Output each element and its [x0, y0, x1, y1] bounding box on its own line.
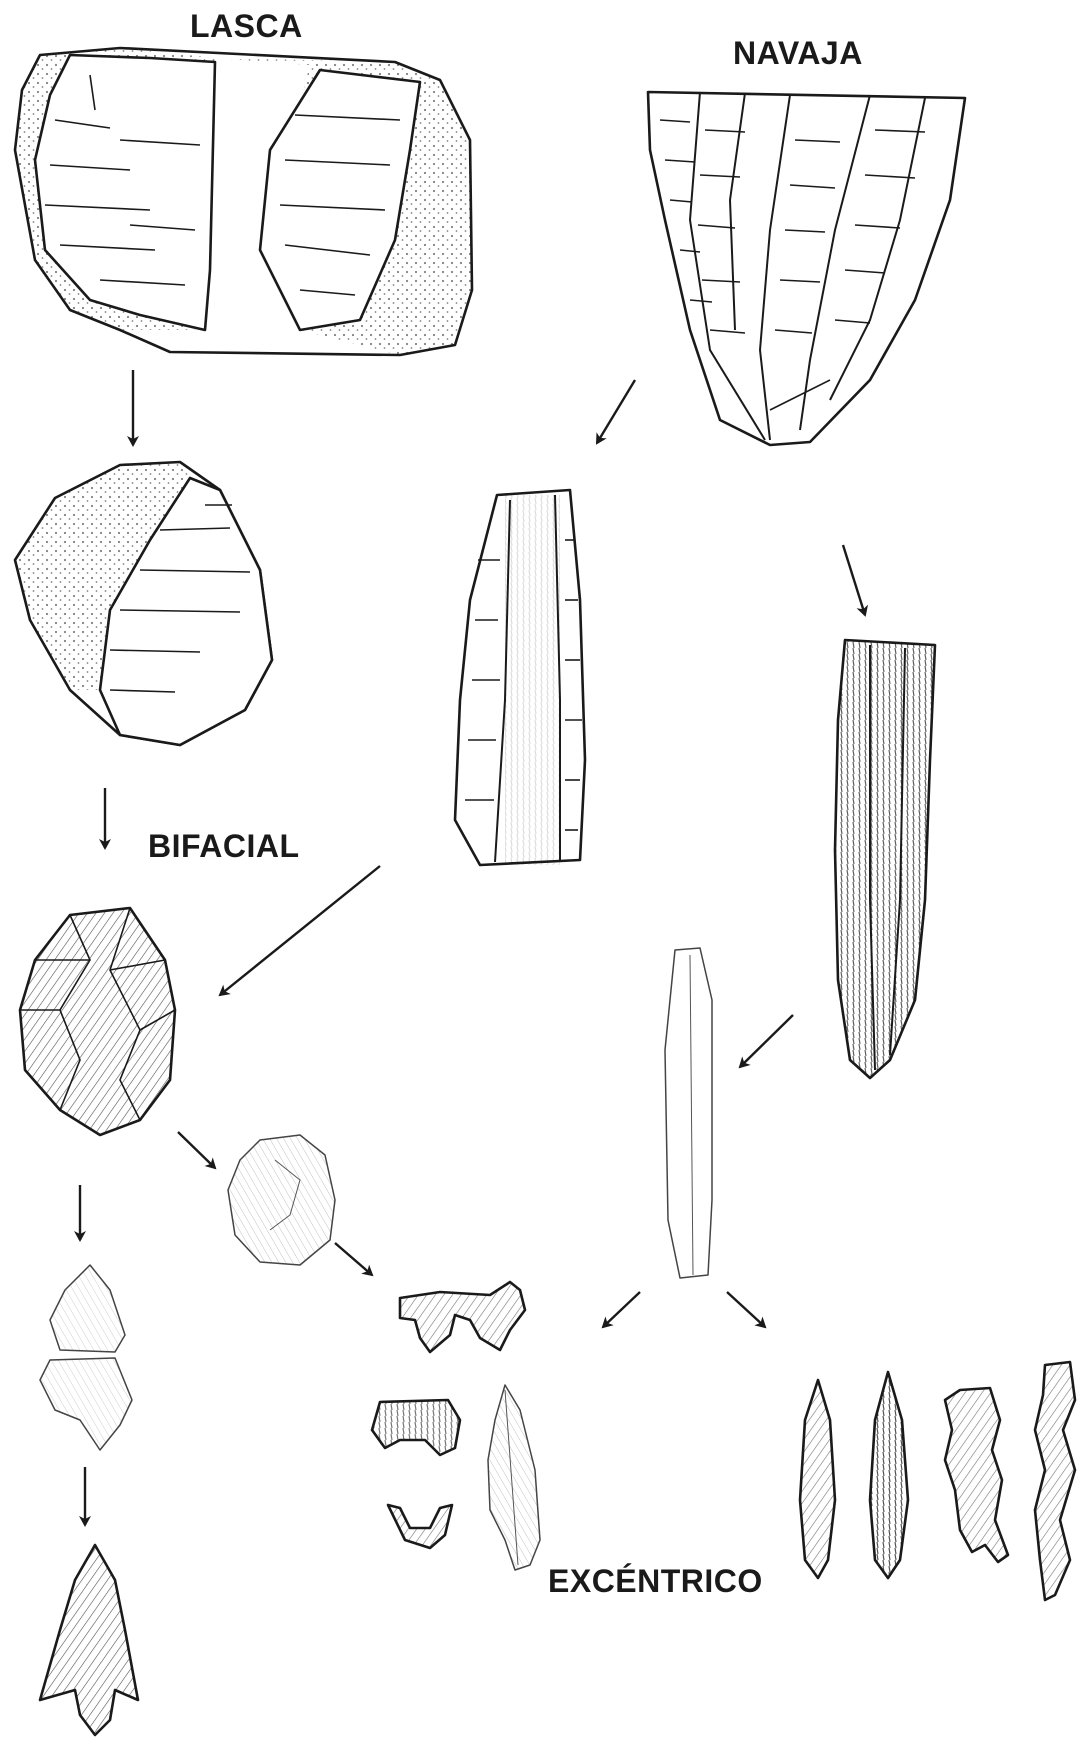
lasca-flake	[15, 462, 272, 745]
navaja-core	[648, 92, 965, 445]
eccentric-crescent-lower	[388, 1505, 452, 1548]
arrow-navaja-to-point	[843, 545, 865, 615]
arrow-flake-to-eccentric	[335, 1243, 372, 1275]
lasca-core	[15, 48, 472, 355]
arrow-navaja-to-blade	[597, 380, 635, 443]
arrow-thin-blade-right	[727, 1292, 765, 1327]
point-fragment-lower	[40, 1358, 132, 1450]
thin-blade	[665, 948, 712, 1278]
arrow-thin-blade-left	[603, 1292, 640, 1327]
eccentric-notched-4	[1035, 1362, 1075, 1600]
arrow-blade-to-biface	[220, 866, 380, 995]
arrow-point-to-thin-blade	[740, 1015, 793, 1067]
eccentric-animal	[400, 1282, 525, 1352]
eccentric-notched-3	[945, 1388, 1008, 1562]
eccentric-point	[488, 1385, 540, 1570]
navaja-blade	[455, 490, 585, 865]
bifacial-biface	[20, 908, 175, 1135]
point-fragment-upper	[50, 1265, 125, 1352]
arrow-biface-to-flake	[178, 1132, 215, 1168]
eccentric-blade-1	[800, 1380, 835, 1578]
eccentric-blade-2	[870, 1372, 908, 1578]
eccentric-crescent-upper	[372, 1400, 460, 1455]
thin-flake	[228, 1135, 335, 1265]
navaja-point	[835, 640, 935, 1078]
projectile-point	[40, 1545, 138, 1735]
